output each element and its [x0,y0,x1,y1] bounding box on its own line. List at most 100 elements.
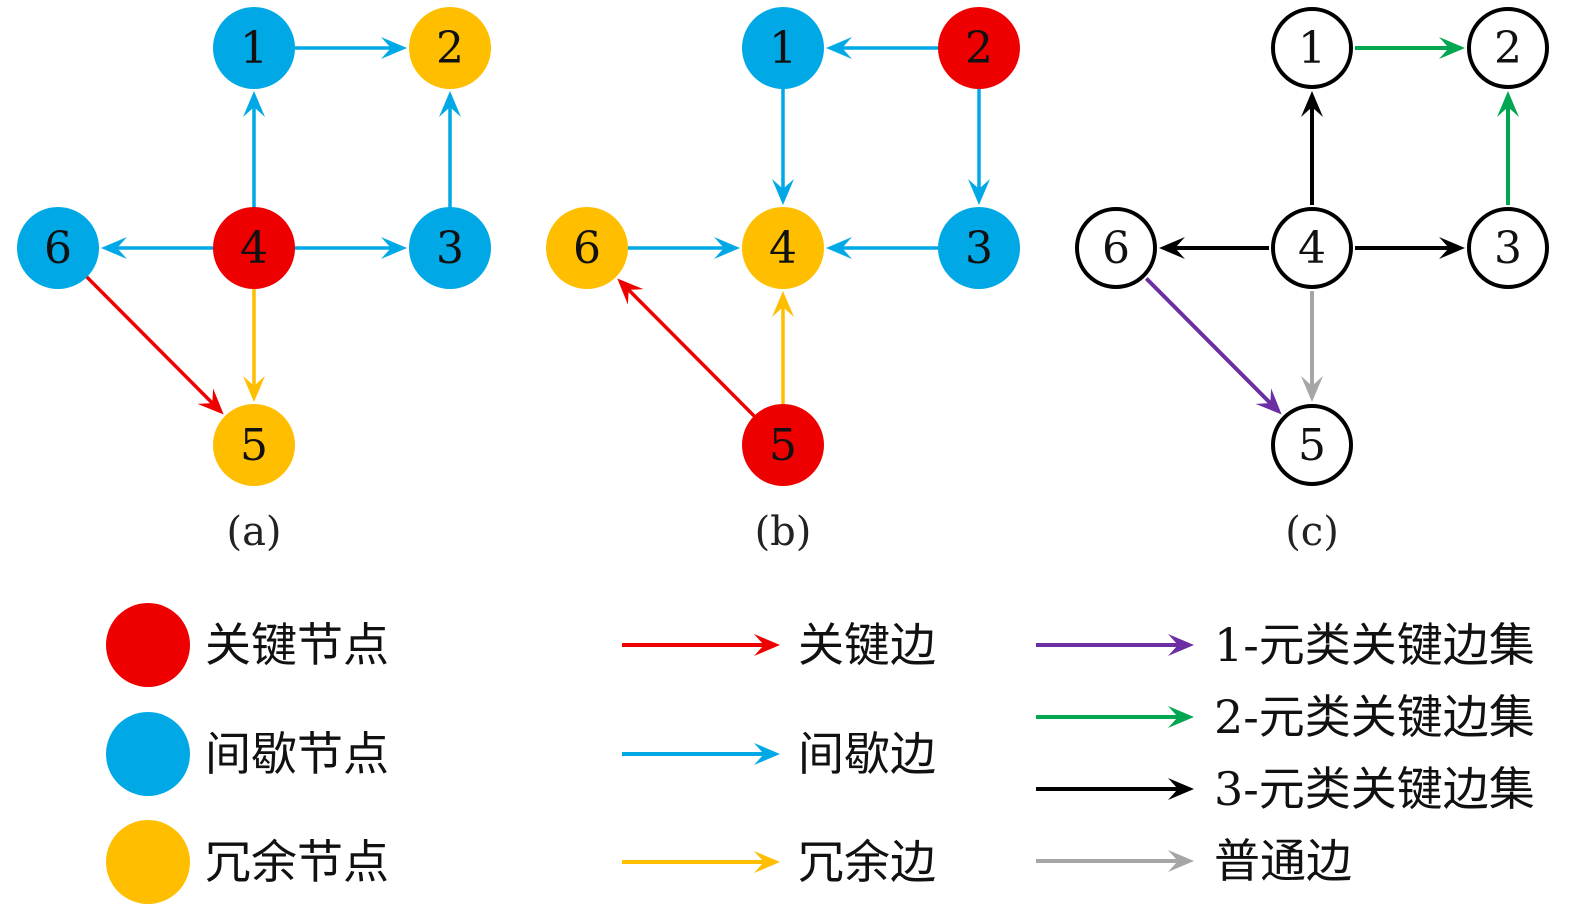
edge-5-to-6 [617,278,760,422]
legend-label: 间歇节点 [205,727,389,781]
node-6: 6 [546,207,628,289]
node-label: 6 [1102,223,1130,274]
legend: 关键节点间歇节点冗余节点关键边间歇边冗余边1-元类关键边集2-元类关键边集3-元… [106,603,1535,904]
node-4: 4 [1271,207,1353,289]
node-label: 4 [240,223,268,274]
node-circle [17,207,99,289]
legend-label: 2-元类关键边集 [1214,690,1535,744]
node-label: 2 [965,23,993,74]
edge-arrowhead [381,37,407,59]
edge-2-to-1 [826,37,944,59]
edge-line [625,287,760,422]
edge-arrowhead [1301,91,1323,117]
node-label: 6 [44,223,72,274]
legend-item: 普通边 [1036,834,1352,888]
edge-arrowhead [243,376,265,402]
node-1: 1 [1271,7,1353,89]
legend-arrowhead [1168,850,1194,872]
node-circle [1271,207,1353,289]
node-6: 6 [17,207,99,289]
panel-c: 1 2 3 4 5 6 (c) [1075,7,1549,555]
node-circle [742,404,824,486]
node-label: 4 [1298,223,1326,274]
node-circle [1467,7,1549,89]
legend-label: 冗余边 [798,835,936,889]
legend-arrowhead [1168,634,1194,656]
legend-item: 关键边 [622,618,936,672]
node-circle [213,207,295,289]
panels: 1 2 3 4 5 6 (a) 1 2 3 4 5 6 (b) 1 2 3 4 5 6 (c) [17,7,1549,555]
edge-arrowhead [714,237,740,259]
node-6: 6 [1075,207,1157,289]
legend-item: 冗余节点 [106,820,389,904]
edge-arrowhead [617,278,644,305]
legend-arrowhead [1168,778,1194,800]
node-label: 5 [769,420,797,471]
node-label: 1 [769,23,797,74]
node-2: 2 [1467,7,1549,89]
panel-caption: (a) [226,509,281,555]
legend-swatch [106,603,190,687]
legend-swatch [106,820,190,904]
panel-a: 1 2 3 4 5 6 (a) [17,7,491,555]
legend-label: 关键边 [798,618,936,672]
node-circle [1271,7,1353,89]
node-label: 3 [1494,223,1522,274]
node-3: 3 [938,207,1020,289]
node-5: 5 [213,404,295,486]
edge-6-to-5 [81,271,224,415]
legend-label: 3-元类关键边集 [1214,762,1535,816]
edge-line [1144,277,1274,407]
node-label: 4 [769,223,797,274]
node-circle [742,207,824,289]
edge-3-to-2 [1497,91,1519,205]
node-circle [742,7,824,89]
node-3: 3 [409,207,491,289]
node-circle [213,404,295,486]
edge-4-to-6 [101,237,219,259]
edge-arrowhead [381,237,407,259]
edge-4-to-3 [1355,237,1465,259]
edge-arrowhead [772,179,794,205]
node-1: 1 [213,7,295,89]
edge-1-to-2 [1355,37,1465,59]
edge-arrowhead [1159,237,1185,259]
node-2: 2 [409,7,491,89]
node-circle [1271,404,1353,486]
edge-arrowhead [101,237,127,259]
legend-arrowhead [754,634,780,656]
node-circle [409,207,491,289]
edge-5-to-4 [772,291,794,410]
edge-4-to-6 [1159,237,1269,259]
edge-1-to-4 [772,83,794,205]
node-label: 3 [965,223,993,274]
panel-caption: (c) [1285,509,1339,555]
edge-4-to-5 [1301,291,1323,402]
edge-arrowhead [1439,237,1465,259]
panel-b: 1 2 3 4 5 6 (b) [546,7,1020,555]
node-label: 6 [573,223,601,274]
edge-arrowhead [826,37,852,59]
edge-2-to-3 [968,83,990,205]
node-5: 5 [1271,404,1353,486]
legend-item: 2-元类关键边集 [1036,690,1535,744]
node-2: 2 [938,7,1020,89]
edge-arrowhead [1301,376,1323,402]
legend-arrowhead [754,743,780,765]
legend-label: 间歇边 [798,727,936,781]
node-circle [938,7,1020,89]
panel-caption: (b) [755,509,812,555]
edge-arrowhead [439,91,461,117]
edge-line [81,271,216,406]
node-circle [409,7,491,89]
node-3: 3 [1467,207,1549,289]
node-label: 5 [1298,420,1326,471]
edge-1-to-2 [289,37,407,59]
edge-4-to-3 [289,237,407,259]
legend-item: 关键节点 [106,603,389,687]
node-4: 4 [213,207,295,289]
